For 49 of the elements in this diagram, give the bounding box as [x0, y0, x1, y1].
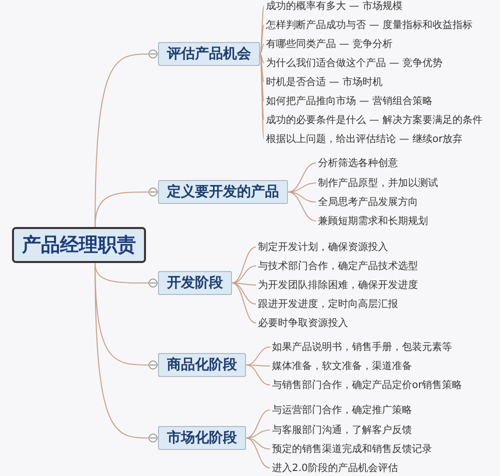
- subtopic-text: 分析筛选各种创意: [318, 156, 398, 170]
- subtopic-text: 为什么我们适合做这个产品 — 竞争优势: [266, 56, 442, 70]
- connector-line: [260, 44, 264, 54]
- connector-line: [232, 282, 256, 324]
- subtopic-text: 制定开发计划，确保资源投入: [258, 240, 388, 254]
- subtopic-text: 成功的概率有多大 — 市场规模: [266, 0, 402, 12]
- connector-line: [94, 192, 158, 228]
- subtopic-text: 制作产品原型，并加以测试: [318, 176, 438, 190]
- connector-line: [232, 266, 256, 284]
- connector-line: [246, 346, 270, 366]
- subtopic-text: 如何把产品推向市场 — 营销组合策略: [266, 94, 432, 108]
- connector-line: [260, 54, 264, 64]
- subtopic-text: 与技术部门合作，确定产品技术选型: [258, 260, 418, 272]
- connector-line: [246, 364, 270, 386]
- connector-line: [232, 246, 256, 284]
- root-topic-box: 产品经理职责: [12, 227, 146, 263]
- connector-line: [288, 192, 316, 202]
- subtopic-text: 媒体准备，软文准备，渠道准备: [272, 360, 412, 372]
- subtopic-text: 与销售部门合作，确定产品定价or销售策略: [272, 378, 462, 392]
- subtopic-text: 必要时争取资源投入: [258, 316, 348, 330]
- branch-topic-box: 评估产品机会: [158, 42, 260, 66]
- subtopic-text: 全局思考产品发展方向: [318, 196, 418, 208]
- connector-line: [94, 262, 158, 284]
- subtopic-text: 成功的必要条件是什么 — 解决方案要满足的条件: [266, 114, 482, 126]
- connector-line: [288, 162, 316, 192]
- connector-line: [260, 54, 264, 82]
- branch-topic-box: 市场化阶段: [158, 426, 246, 450]
- connector-line: [246, 438, 270, 468]
- connector-line: [246, 364, 270, 366]
- connector-line: [94, 262, 158, 438]
- branch-topic-box: 商品化阶段: [158, 353, 246, 377]
- connector-line: [246, 438, 270, 450]
- subtopic-text: 兼顾短期需求和长期规划: [318, 214, 428, 228]
- subtopic-text: 进入2.0阶段的产品机会评估: [272, 462, 398, 474]
- subtopic-text: 怎样判断产品成功与否 — 度量指标和收益指标: [266, 18, 472, 32]
- subtopic-text: 跟进开发进度，定时向高层汇报: [258, 298, 398, 310]
- branch-topic-box: 开发阶段: [158, 271, 232, 295]
- subtopic-text: 与客服部门沟通，了解客户反馈: [272, 424, 412, 436]
- subtopic-text: 为开发团队排除困难，确保开发进度: [258, 278, 418, 292]
- subtopic-text: 时机是否合适 — 市场时机: [266, 76, 382, 88]
- branch-topic-box: 定义要开发的产品: [158, 180, 288, 204]
- subtopic-text: 与运营部门合作，确定推广策略: [272, 404, 412, 416]
- subtopic-text: 有哪些同类产品 — 竞争分析: [266, 38, 392, 50]
- subtopic-text: 如果产品说明书，销售手册，包装元素等: [272, 340, 452, 354]
- connector-line: [288, 192, 316, 222]
- connector-line: [232, 282, 256, 304]
- connector-line: [246, 410, 270, 438]
- subtopic-text: 预定的销售渠道完成和销售反馈记录: [272, 442, 432, 456]
- subtopic-text: 根据以上问题，给出评估结论 — 继续or放弃: [266, 132, 463, 146]
